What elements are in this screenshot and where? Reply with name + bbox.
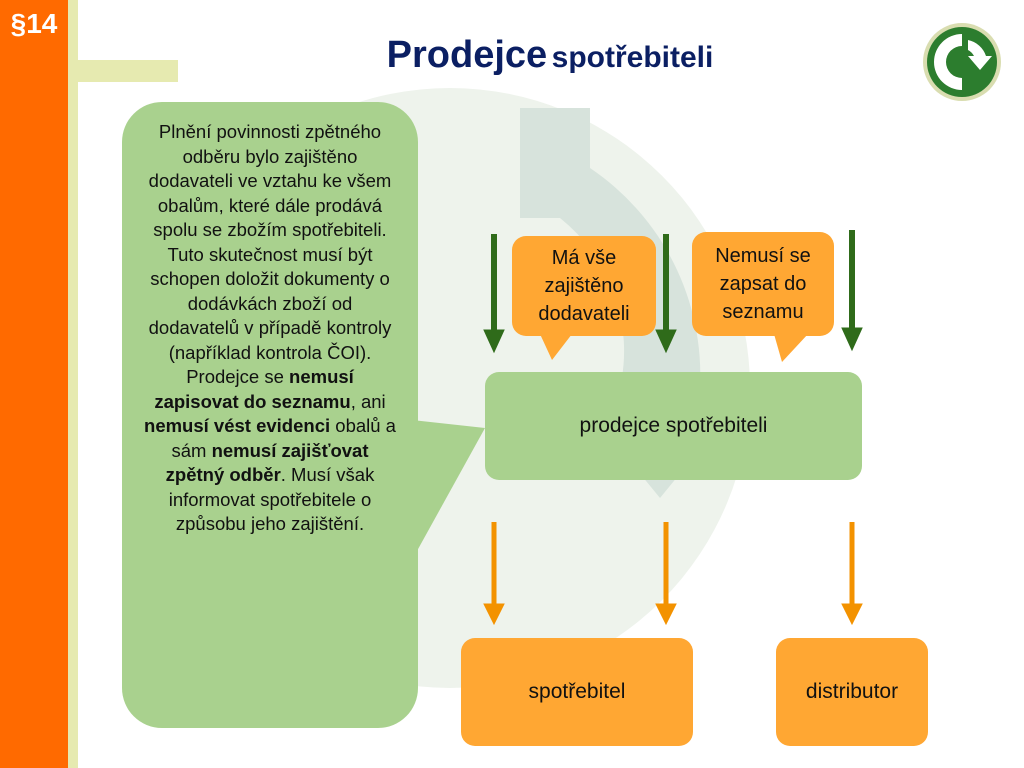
green-dot-recycling-icon — [923, 23, 1001, 101]
callout-text-1: Plnění povinnosti zpětného odběru bylo z… — [148, 121, 392, 387]
title-sub: spotřebiteli — [551, 41, 714, 74]
info-callout: Plnění povinnosti zpětného odběru bylo z… — [122, 102, 418, 728]
callout-bold-1: nemusí zapisovat do seznamu — [154, 366, 354, 412]
orange-arrow-head-3 — [841, 603, 863, 626]
info-callout-text: Plnění povinnosti zpětného odběru bylo z… — [144, 120, 396, 537]
distributor-box: distributor — [776, 638, 928, 746]
sidebar-strip — [68, 0, 78, 768]
consumer-box: spotřebitel — [461, 638, 693, 746]
page-title: Prodejce spotřebiteli — [200, 34, 900, 77]
sidebar-bar — [0, 0, 68, 768]
callout-text-2: , ani — [350, 390, 386, 412]
callout-bold-3: nemusí zajišťovat zpětný odběr — [165, 439, 369, 486]
note-supplied-by-suppliers: Má vše zajištěno dodavateli — [512, 236, 656, 336]
callout-text-3: obalů a sám — [171, 415, 396, 461]
title-main: Prodejce — [386, 34, 548, 76]
green-arrow-head-3 — [841, 327, 863, 352]
callout-bold-2: nemusí vést evidenci — [144, 415, 331, 436]
note-tail-register — [774, 334, 808, 362]
callout-text-4: . Musí však informovat spotřebitele o zp… — [168, 464, 375, 534]
section-label: §14 — [10, 8, 58, 39]
seller-box: prodejce spotřebiteli — [485, 372, 862, 480]
header-tab — [78, 60, 178, 82]
note-no-registration: Nemusí se zapsat do seznamu — [692, 232, 834, 336]
